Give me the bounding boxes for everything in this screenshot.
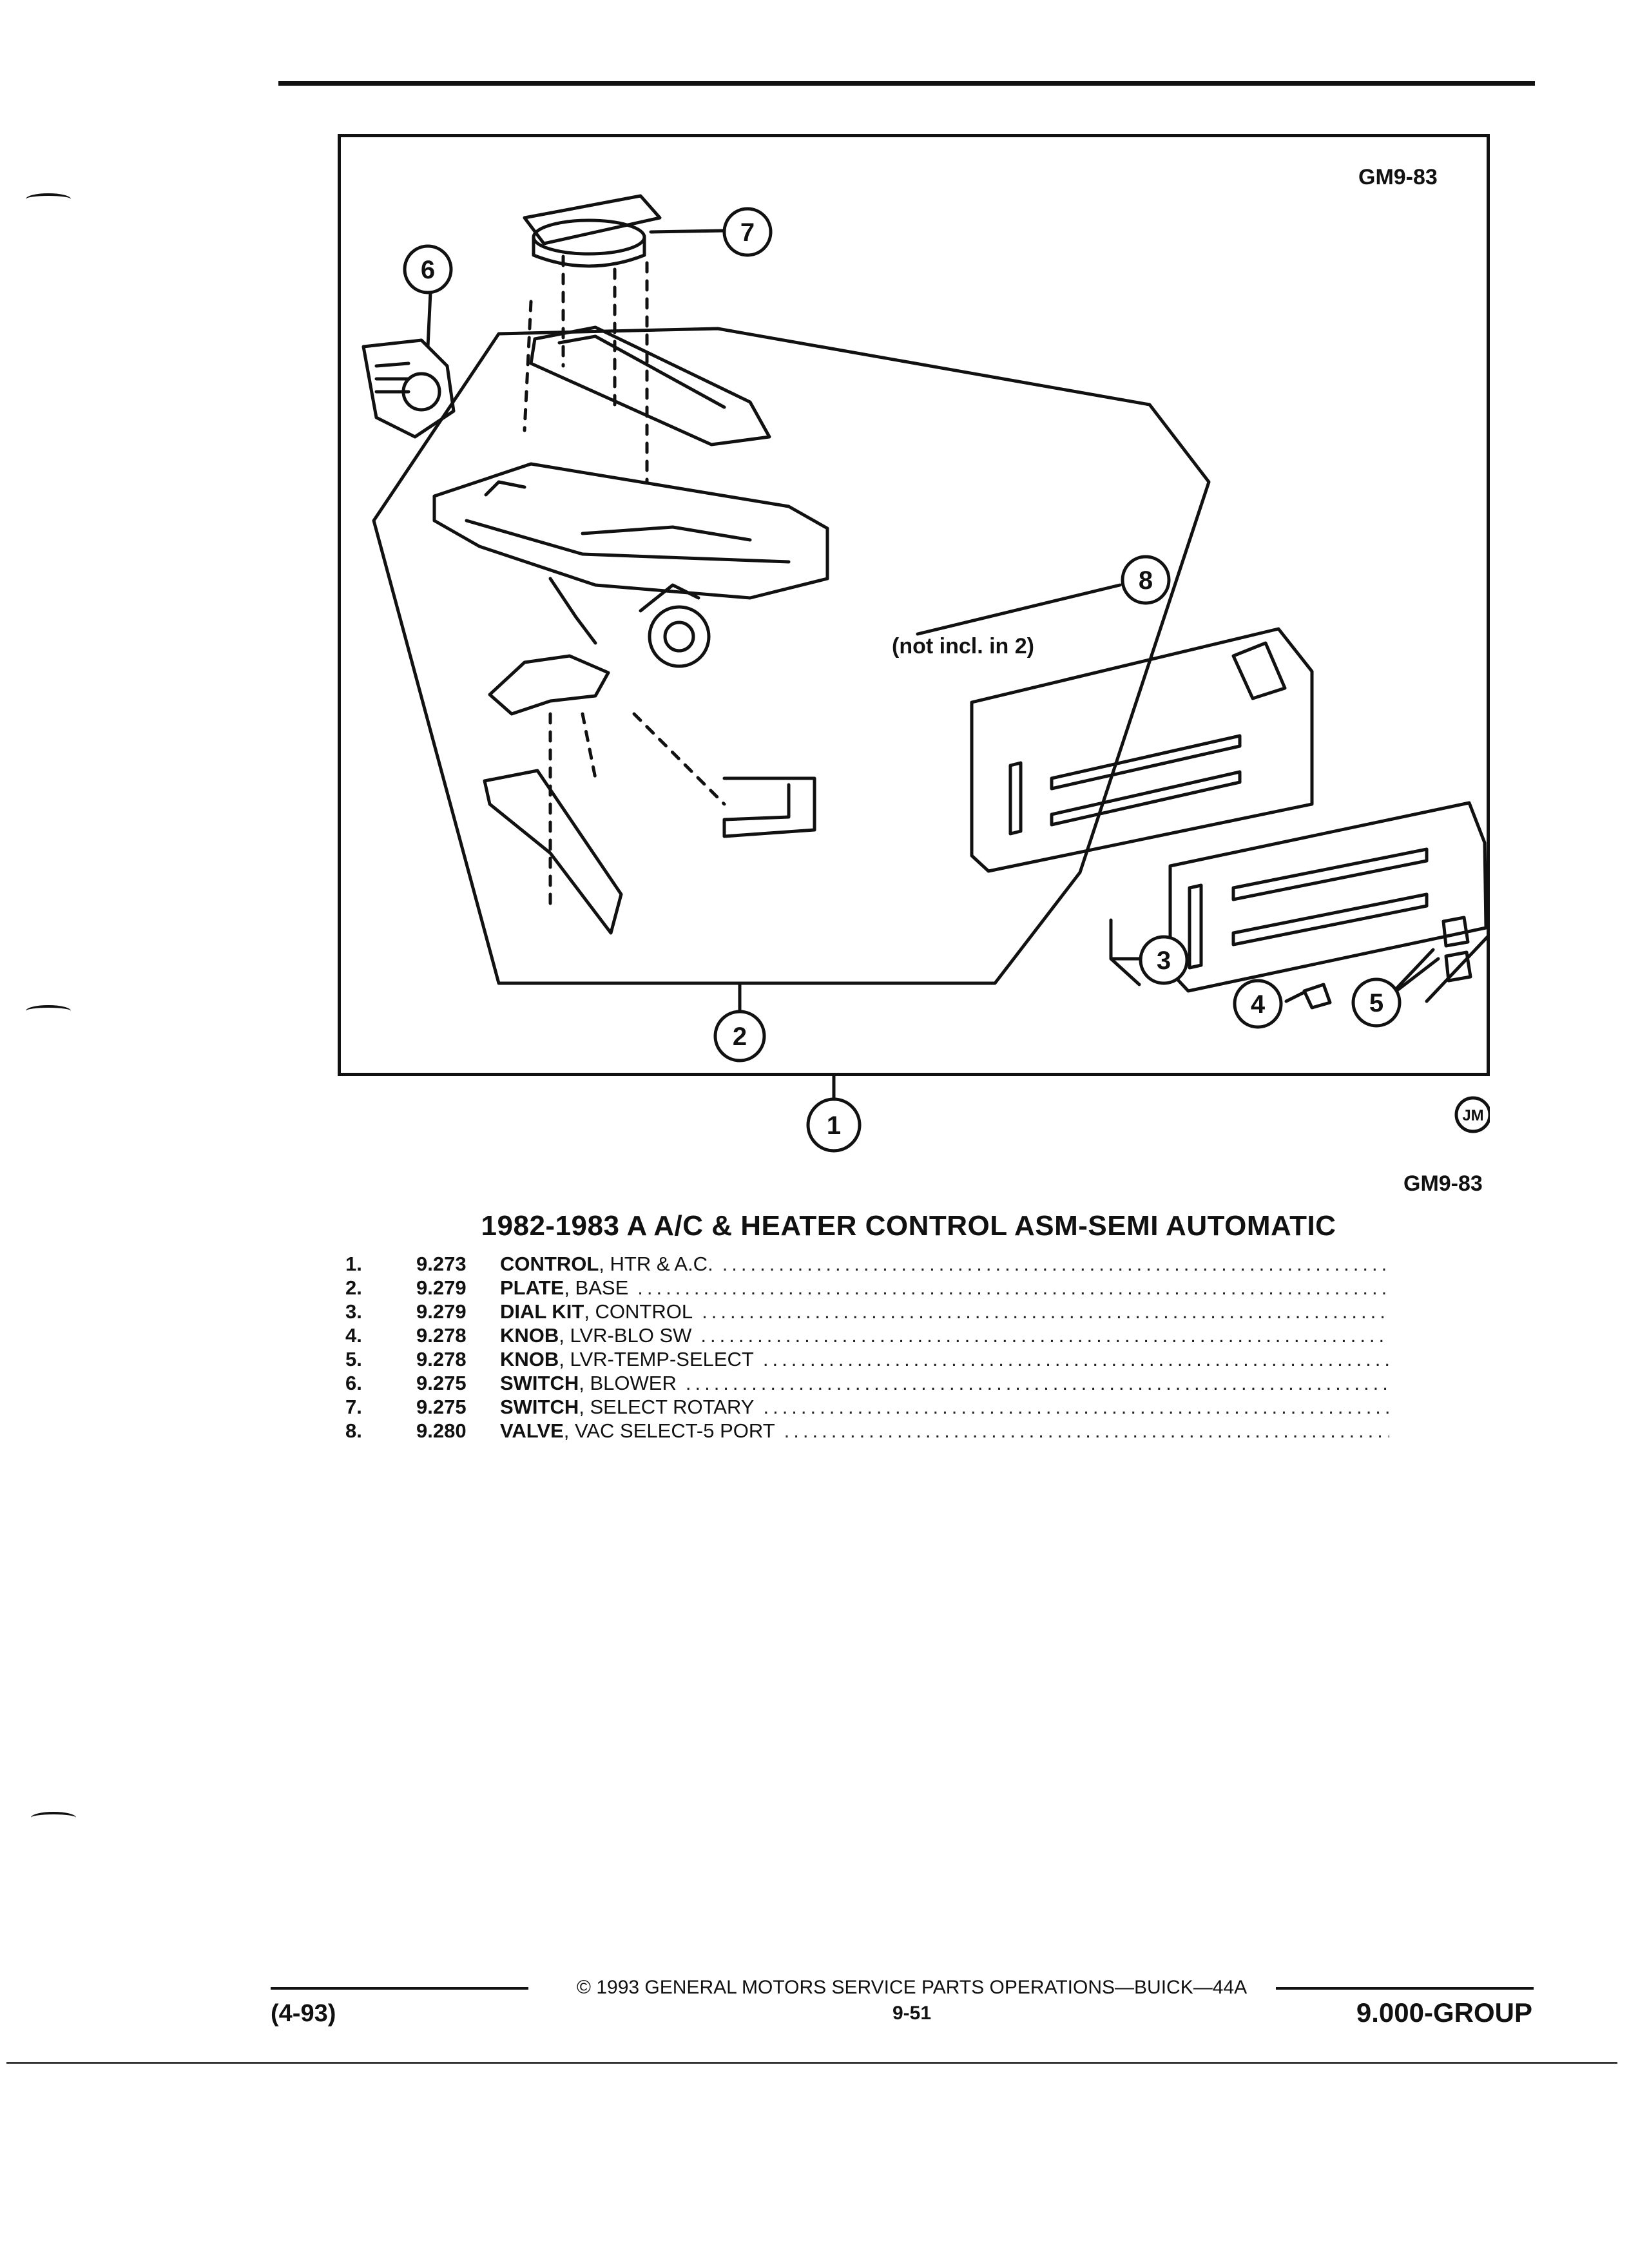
callout-6: 6 [421, 256, 435, 284]
margin-mark [31, 1812, 76, 1823]
figure-code-top: GM9-83 [1358, 165, 1438, 189]
margin-mark [26, 1005, 71, 1017]
top-rule [278, 81, 1535, 86]
exploded-diagram: 6 7 8 2 3 4 5 1 JM [361, 194, 1490, 1153]
footer-page-number: 9-51 [892, 2003, 932, 2024]
footer-rule-left [271, 1987, 528, 1990]
list-item: 8.9.280 VALVE, VAC SELECT-5 PORT [345, 1419, 1389, 1443]
list-item: 6.9.275 SWITCH, BLOWER [345, 1372, 1389, 1396]
footer-rule-right [1276, 1987, 1534, 1990]
not-included-note: (not incl. in 2) [892, 634, 1034, 658]
footer-copyright: © 1993 GENERAL MOTORS SERVICE PARTS OPER… [576, 1977, 1248, 1998]
figure-code-bottom: GM9-83 [1403, 1171, 1483, 1196]
margin-mark [26, 193, 71, 205]
list-item: 7.9.275 SWITCH, SELECT ROTARY [345, 1396, 1389, 1419]
footer-date: (4-93) [271, 2000, 336, 2027]
list-item: 2.9.279 PLATE, BASE [345, 1276, 1389, 1300]
bottom-rule [6, 2062, 1617, 2064]
plate-boundary [372, 327, 1211, 985]
list-item: 3.9.279 DIAL KIT, CONTROL [345, 1300, 1389, 1324]
maker-mark: JM [1462, 1107, 1483, 1124]
callout-2: 2 [733, 1023, 747, 1051]
list-item: 1.9.273 CONTROL, HTR & A.C. [345, 1253, 1389, 1276]
callout-3: 3 [1157, 947, 1171, 975]
callout-8: 8 [1139, 566, 1153, 595]
callout-1: 1 [827, 1111, 841, 1140]
callout-7: 7 [740, 218, 755, 247]
page-title: 1982-1983 A A/C & HEATER CONTROL ASM-SEM… [481, 1210, 1336, 1242]
callout-4: 4 [1251, 990, 1266, 1019]
footer-group: 9.000-GROUP [1356, 1997, 1532, 2028]
parts-list: 1.9.273 CONTROL, HTR & A.C. 2.9.279 PLAT… [345, 1253, 1389, 1443]
list-item: 4.9.278 KNOB, LVR-BLO SW [345, 1324, 1389, 1348]
list-item: 5.9.278 KNOB, LVR-TEMP-SELECT [345, 1348, 1389, 1372]
illustration-frame [338, 134, 1490, 1076]
callout-5: 5 [1369, 989, 1383, 1017]
